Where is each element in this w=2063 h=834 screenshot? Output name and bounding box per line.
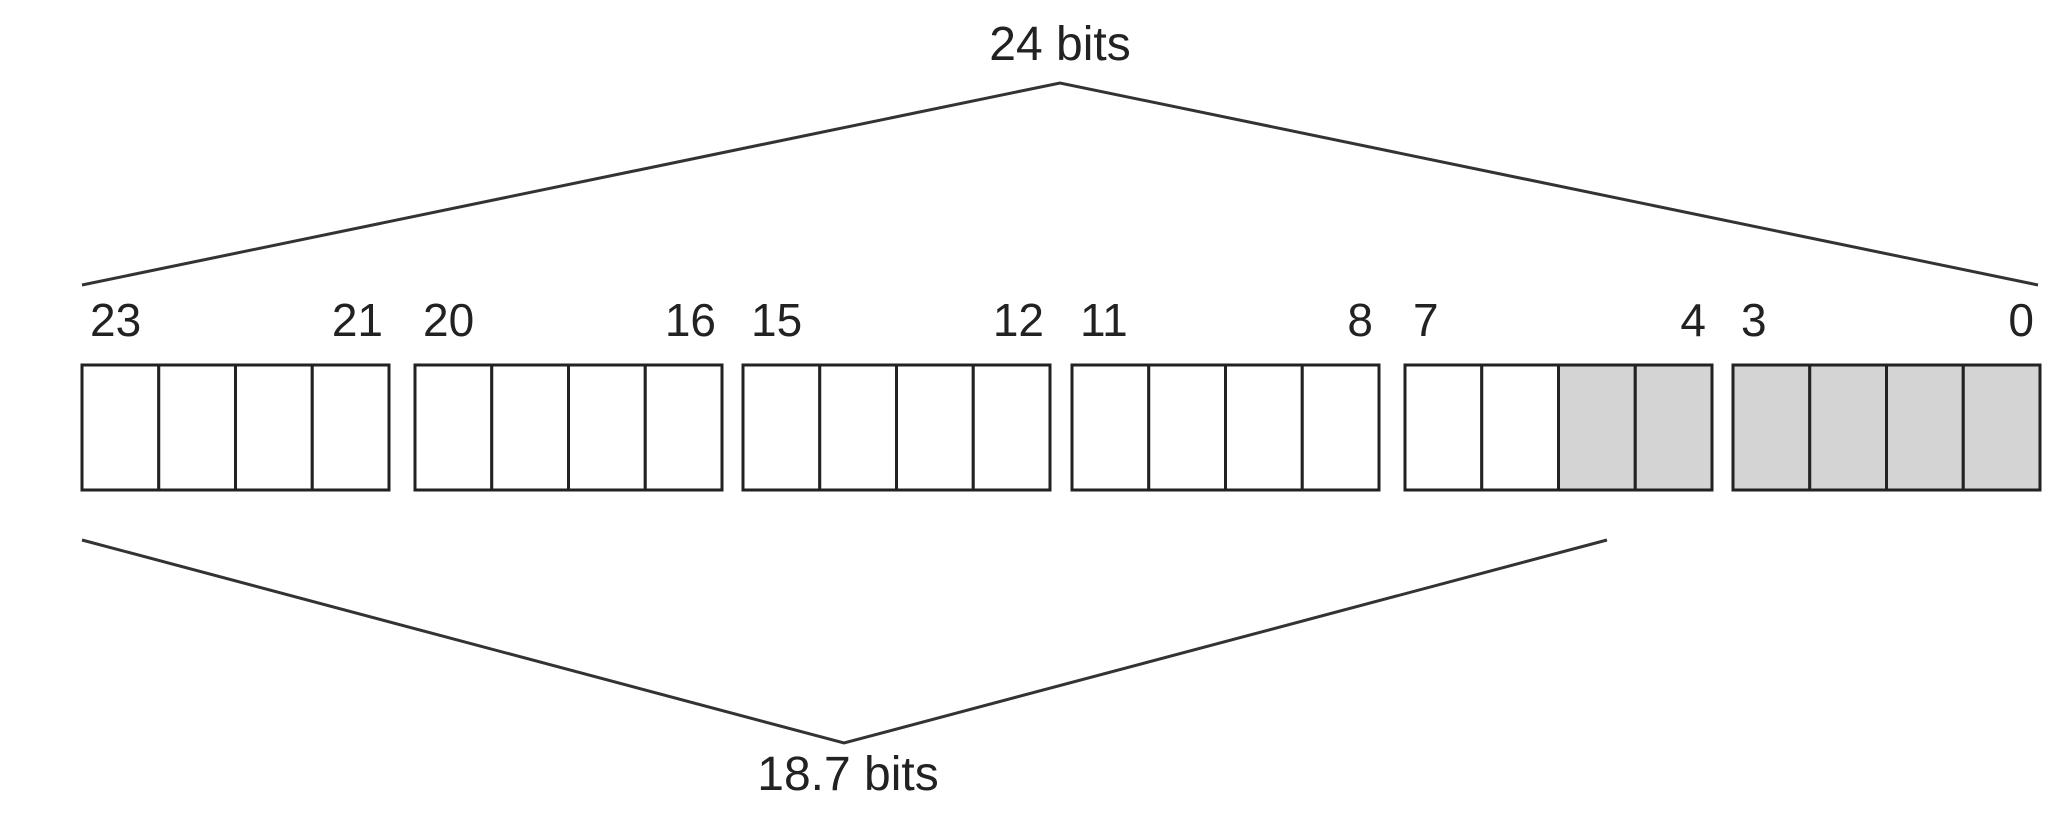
bit-label-low: 8: [1347, 294, 1373, 346]
bit-cell: [741, 363, 822, 492]
bit-cell: [895, 363, 975, 492]
bit-cell: [971, 363, 1052, 492]
bit-cell: [234, 363, 314, 492]
top-label: 24 bits: [989, 18, 1130, 71]
bit-label-low: 0: [2008, 294, 2034, 346]
bit-cell: [1403, 363, 1484, 492]
bit-cell-shaded: [1731, 363, 1812, 492]
top-brace: [81, 81, 2039, 287]
bit-label-high: 15: [751, 294, 802, 346]
bit-cell-shaded: [1633, 363, 1714, 492]
bit-label-low: 21: [332, 294, 383, 346]
bit-cell-row: [80, 363, 2042, 492]
bit-cell: [413, 363, 494, 492]
bottom-brace: [81, 538, 1608, 745]
bit-label-low: 16: [665, 294, 716, 346]
bit-cell-shaded: [1557, 363, 1637, 492]
bit-cell: [1300, 363, 1381, 492]
bit-label-high: 23: [90, 294, 141, 346]
bit-cell: [1070, 363, 1151, 492]
bottom-label: 18.7 bits: [757, 748, 938, 801]
bit-label-low: 12: [993, 294, 1044, 346]
bit-cell: [1224, 363, 1304, 492]
bit-cell: [80, 363, 161, 492]
bit-cell: [643, 363, 724, 492]
bit-cell: [567, 363, 647, 492]
bit-label-high: 7: [1413, 294, 1439, 346]
bit-cell: [310, 363, 391, 492]
bit-cell: [818, 363, 898, 492]
bit-label-high: 11: [1080, 294, 1128, 346]
bit-cell-shaded: [1961, 363, 2042, 492]
bit-cell: [157, 363, 237, 492]
bit-cell: [1480, 363, 1560, 492]
bit-label-high: 3: [1741, 294, 1767, 346]
bit-cell-shaded: [1885, 363, 1965, 492]
bit-label-low: 4: [1680, 294, 1706, 346]
bit-cell-shaded: [1808, 363, 1888, 492]
bit-label-high: 20: [423, 294, 474, 346]
bit-cell: [490, 363, 570, 492]
bit-cell: [1147, 363, 1227, 492]
